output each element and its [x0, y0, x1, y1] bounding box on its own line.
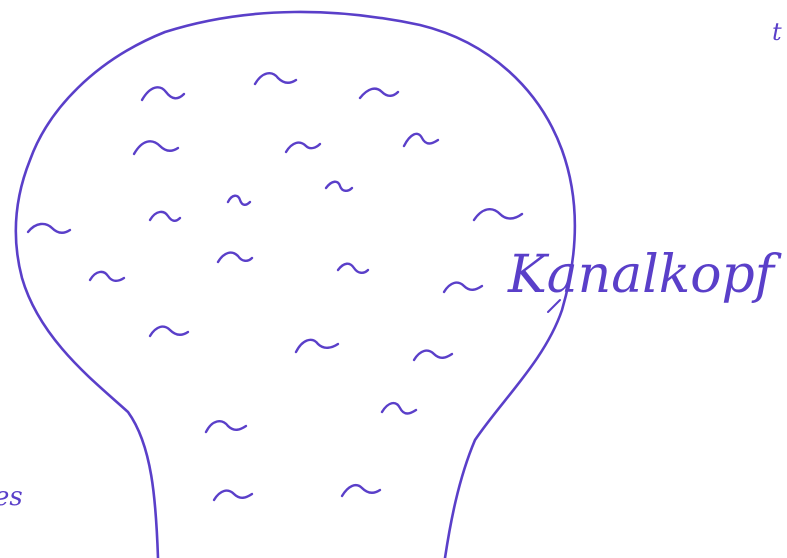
- water-squiggle: [360, 89, 398, 98]
- water-squiggle: [382, 403, 416, 413]
- canal-head-outline: [16, 12, 575, 558]
- water-squiggle: [134, 141, 178, 154]
- water-squiggle: [342, 485, 380, 496]
- water-squiggle: [286, 143, 320, 152]
- water-squiggle: [214, 491, 252, 500]
- water-squiggle: [444, 283, 482, 292]
- water-squiggle: [338, 264, 368, 273]
- water-squiggle: [474, 209, 522, 220]
- water-squiggle: [142, 87, 184, 100]
- kanalkopf-label: Kanalkopf: [507, 245, 782, 305]
- water-squiggle: [326, 182, 352, 191]
- water-squiggles: [28, 73, 522, 500]
- water-squiggle: [150, 212, 180, 221]
- water-squiggle: [206, 421, 246, 432]
- water-squiggle: [90, 272, 124, 281]
- water-squiggle: [255, 73, 296, 84]
- water-squiggle: [414, 351, 452, 360]
- water-squiggle: [218, 253, 252, 262]
- water-squiggle: [28, 224, 70, 233]
- edge-text-fragment-left: es: [0, 482, 23, 512]
- water-squiggle: [404, 134, 438, 146]
- water-squiggle: [150, 327, 188, 336]
- water-squiggle: [228, 196, 250, 205]
- water-squiggle: [296, 340, 338, 352]
- edge-text-fragment-top-right: t: [772, 18, 782, 46]
